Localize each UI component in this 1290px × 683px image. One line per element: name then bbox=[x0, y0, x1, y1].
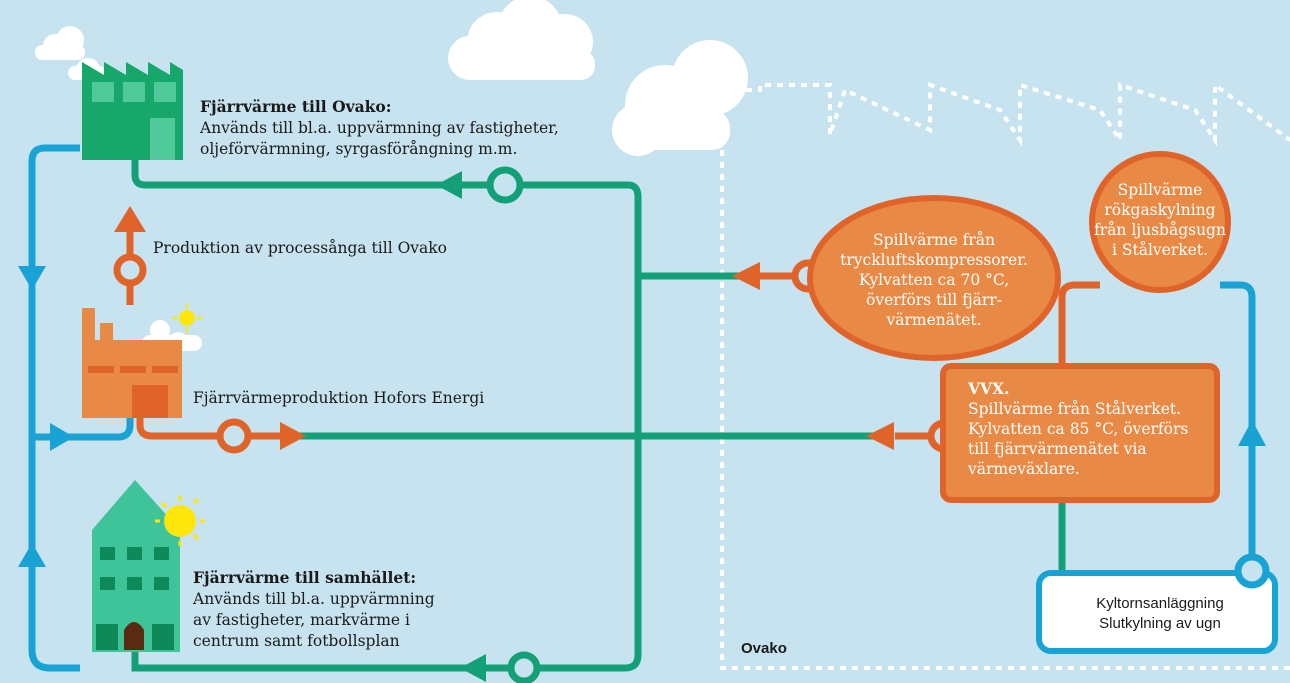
arrow-up-icon bbox=[1238, 420, 1266, 446]
arrow-down-icon bbox=[18, 266, 46, 290]
cloud-icon bbox=[35, 26, 85, 60]
arrow-right-icon bbox=[50, 423, 74, 451]
orange-pipe bbox=[136, 418, 300, 440]
ovako-boundary-line bbox=[720, 81, 1290, 670]
community-heat-title: Fjärrvärme till samhället: bbox=[193, 568, 417, 587]
arrow-left-icon bbox=[732, 262, 760, 290]
house-icon bbox=[92, 480, 180, 652]
pump-icon bbox=[507, 651, 541, 683]
pump-icon bbox=[486, 166, 524, 204]
sun-icon bbox=[155, 496, 205, 546]
arrow-up-icon bbox=[114, 206, 146, 232]
pump-icon bbox=[113, 253, 147, 287]
ovako-heat-body: Används till bl.a. uppvärmning av fastig… bbox=[200, 119, 559, 158]
community-heat-body: Används till bl.a. uppvärmning av fastig… bbox=[193, 590, 435, 650]
vvx-box bbox=[940, 363, 1220, 503]
hofors-production-label: Fjärrvärmeproduktion Hofors Energi bbox=[193, 389, 485, 407]
cooling-tower-label: Kyltornsanläggning Slutkylning av ugn bbox=[1096, 595, 1224, 632]
arrow-right-icon bbox=[280, 422, 306, 450]
vvx-body: Spillvärme från Stålverket. Kylvatten ca… bbox=[968, 400, 1189, 478]
flue-gas-heat-bubble bbox=[1089, 151, 1231, 293]
arrow-left-icon bbox=[460, 654, 486, 682]
arrow-up-icon bbox=[18, 543, 46, 567]
ovako-heat-title: Fjärrvärme till Ovako: bbox=[200, 97, 392, 116]
ovako-heat-text: Fjärrvärme till Ovako: Används till bl.a… bbox=[200, 96, 559, 160]
pump-icon bbox=[216, 418, 252, 454]
community-heat-text: Fjärrvärme till samhället: Används till … bbox=[193, 567, 435, 652]
power-plant-icon bbox=[82, 308, 182, 418]
blue-pipe bbox=[28, 144, 80, 672]
arrow-left-icon bbox=[436, 171, 462, 199]
factory-icon bbox=[82, 62, 183, 160]
vvx-title: VVX. bbox=[968, 379, 1010, 398]
compressor-heat-bubble bbox=[807, 195, 1061, 361]
process-steam-label: Produktion av processånga till Ovako bbox=[153, 239, 448, 257]
ovako-area-label: Ovako bbox=[741, 640, 787, 657]
cooling-tower-box bbox=[1036, 570, 1278, 654]
blue-pipe bbox=[32, 390, 134, 441]
cloud-icon bbox=[448, 0, 595, 80]
vvx-text: VVX. Spillvärme från Stålverket. Kylvatt… bbox=[968, 379, 1213, 479]
blue-pipe bbox=[1220, 281, 1256, 556]
orange-pipe bbox=[1058, 281, 1100, 365]
green-pipe bbox=[131, 160, 642, 672]
cloud-icon bbox=[612, 40, 748, 156]
compressor-bubble-text: Spillvärme från tryckluftskompressorer. … bbox=[840, 231, 1028, 329]
arrow-left-icon bbox=[866, 422, 894, 450]
flue-gas-bubble-text: Spillvärme rökgaskylning från ljusbågsug… bbox=[1094, 181, 1226, 259]
sun-icon bbox=[172, 303, 202, 333]
pump-icon bbox=[1234, 553, 1270, 589]
